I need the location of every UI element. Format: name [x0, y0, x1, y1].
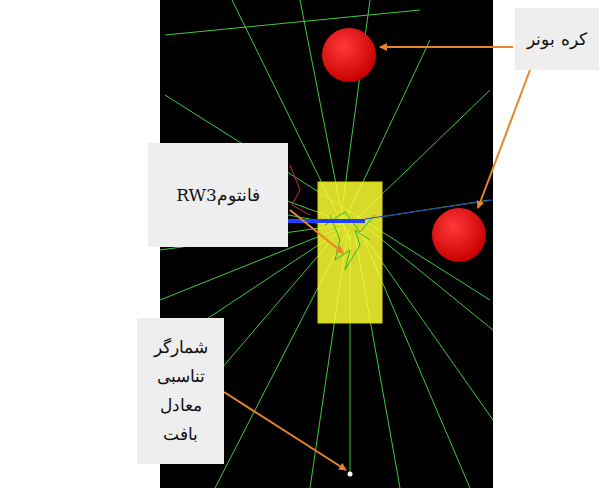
leader-arrows: [177, 47, 530, 470]
bonner-sphere: [432, 208, 486, 262]
callout-label: شمارگر تناسبی معادل بافت: [145, 333, 216, 449]
callout-label: فانتومRW3: [176, 181, 260, 210]
rw3-phantom: [318, 182, 382, 323]
callout-label: کره بونر: [527, 25, 586, 54]
bonner-sphere: [322, 28, 376, 82]
beam: [282, 219, 365, 223]
callout-box: کره بونر: [515, 8, 599, 70]
red-track: [290, 165, 310, 215]
callout-box: فانتومRW3: [148, 143, 288, 247]
callout-box: شمارگر تناسبی معادل بافت: [137, 318, 224, 464]
detector-dot: [348, 472, 353, 477]
